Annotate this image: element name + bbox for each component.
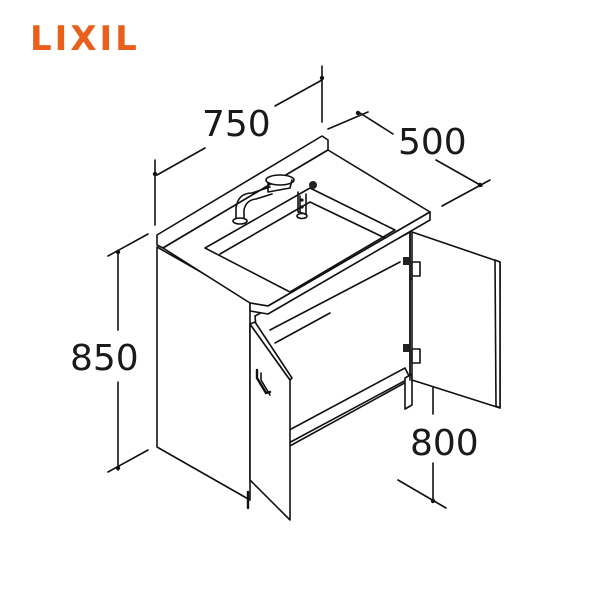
width-label: 750: [202, 104, 271, 145]
lixil-logo: LIXIL: [30, 19, 140, 59]
left-door: [246, 321, 293, 521]
dimension-depth: 500: [327, 110, 491, 207]
faucet-icon: [232, 174, 317, 225]
cabinet-height-label: 800: [410, 423, 479, 464]
right-door: [403, 231, 501, 409]
depth-label: 500: [398, 122, 467, 163]
height-label: 850: [70, 338, 139, 379]
dimension-height: 850: [70, 233, 149, 473]
dimension-width: 750: [152, 65, 325, 226]
countertop-sink: [156, 135, 431, 315]
